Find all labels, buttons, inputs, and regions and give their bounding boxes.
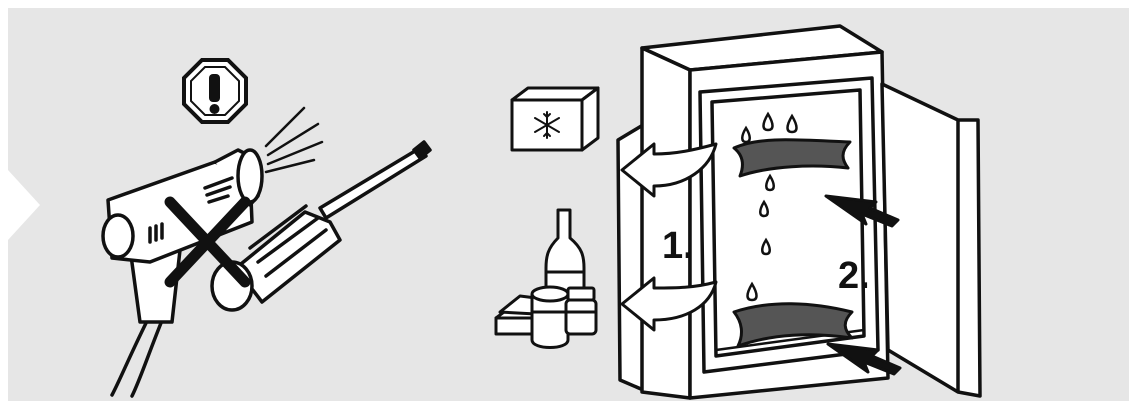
water-drop-icon (741, 125, 751, 144)
jar-icon (564, 286, 598, 336)
towel-top-icon (732, 138, 852, 178)
warning-octagon-icon (182, 58, 248, 124)
heat-rays (264, 106, 324, 174)
snowflake-icon (534, 111, 560, 139)
water-drop-icon (759, 199, 769, 218)
screwdriver-icon (210, 140, 432, 312)
towel-bottom-icon (732, 302, 854, 348)
water-drops (741, 111, 798, 302)
can-icon (530, 285, 570, 349)
water-drop-icon (746, 281, 758, 302)
water-drop-icon (761, 237, 771, 256)
curved-arrow-top-icon (620, 142, 718, 198)
water-drop-icon (786, 113, 798, 134)
arrow-lower-icon (826, 342, 902, 376)
step-1-label: 1. (662, 225, 694, 267)
fridge-icon (616, 24, 982, 400)
cross-out-icon (164, 196, 251, 288)
curved-arrow-bottom-icon (620, 276, 718, 332)
step-2-label: 2. (838, 255, 870, 297)
panel-notch (8, 170, 40, 240)
water-drop-icon (765, 173, 775, 192)
water-drop-icon (762, 111, 774, 132)
ice-pack-icon (510, 86, 600, 152)
arrow-upper-icon (824, 194, 900, 228)
